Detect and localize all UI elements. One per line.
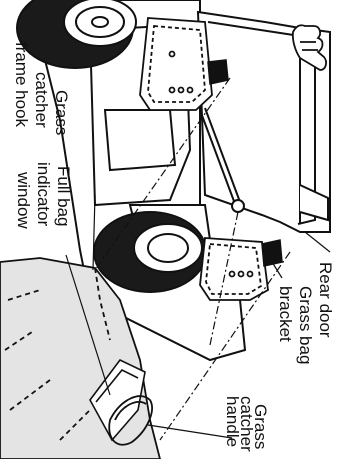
leader-lines — [65, 194, 331, 439]
upper-frame-plate — [139, 17, 213, 111]
grass-catcher-handle — [108, 395, 153, 446]
label-catcher-handle-line3: handle — [223, 396, 242, 447]
label-frame-hook-line3: frame hook — [12, 42, 31, 128]
label-grass-bag-bracket-line2: bracket — [276, 286, 295, 342]
bottom-wheel — [93, 211, 207, 293]
label-indicator-line1: Full bag — [54, 166, 73, 226]
lower-frame-plate — [199, 237, 269, 301]
label-indicator-line3: window — [14, 171, 33, 229]
label-rear-door: Rear door — [316, 262, 335, 338]
grass-bag-bracket-upper — [207, 59, 229, 85]
label-catcher-handle-line2: catcher — [237, 396, 256, 452]
label-frame-hook-line1: Grass — [52, 90, 71, 135]
label-indicator-line2: indicator — [34, 162, 53, 227]
full-bag-indicator-window — [89, 358, 146, 442]
hand-icon — [291, 24, 327, 71]
grass-bag-bracket-lower — [261, 239, 283, 267]
label-frame-hook-line2: catcher — [32, 72, 51, 128]
top-wheel — [16, 0, 137, 69]
label-grass-bag-bracket-line1: Grass bag — [296, 286, 315, 364]
alignment-lines — [94, 77, 291, 441]
label-catcher-handle-line1: Grass — [251, 404, 270, 449]
